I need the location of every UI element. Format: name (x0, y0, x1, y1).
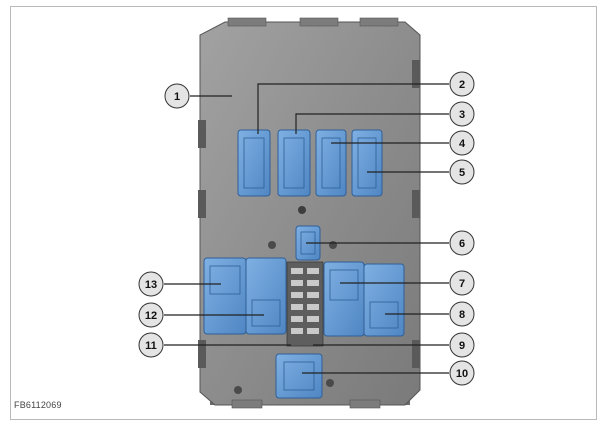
callout-4: 4 (449, 130, 475, 156)
callout-6-label: 6 (459, 238, 465, 250)
fuse-strip (286, 261, 324, 347)
callout-8: 8 (449, 301, 475, 327)
callout-7-label: 7 (459, 278, 465, 290)
connector-8 (363, 263, 405, 337)
connector-7 (323, 261, 365, 337)
callout-10: 10 (449, 360, 475, 386)
connector-10 (275, 353, 323, 399)
callout-9-label: 9 (459, 340, 465, 352)
callout-7: 7 (449, 270, 475, 296)
callout-13: 13 (138, 271, 164, 297)
callout-1: 1 (164, 83, 190, 109)
housing (198, 17, 421, 409)
connector-5 (351, 129, 383, 197)
connector-2 (237, 129, 271, 197)
connector-4 (315, 129, 347, 197)
connector-12 (245, 257, 287, 335)
leader-lines (164, 83, 449, 374)
callout-3-label: 3 (459, 109, 465, 121)
callout-10-label: 10 (456, 368, 468, 380)
callout-3: 3 (449, 101, 475, 127)
callout-13-label: 13 (145, 279, 157, 291)
callout-6: 6 (449, 230, 475, 256)
callout-11-label: 11 (145, 340, 157, 352)
connector-13 (203, 257, 247, 335)
callout-5: 5 (449, 159, 475, 185)
callout-5-label: 5 (459, 167, 465, 179)
callout-2: 2 (449, 71, 475, 97)
callout-4-label: 4 (459, 138, 466, 150)
callout-11: 11 (138, 332, 164, 358)
callout-1-label: 1 (174, 91, 180, 103)
callout-12-label: 12 (145, 310, 157, 322)
connector-3 (277, 129, 311, 197)
callout-2-label: 2 (459, 79, 465, 91)
figure-id: FB6112069 (14, 400, 62, 410)
callout-12: 12 (138, 302, 164, 328)
callout-9: 9 (449, 332, 475, 358)
callout-8-label: 8 (459, 309, 465, 321)
